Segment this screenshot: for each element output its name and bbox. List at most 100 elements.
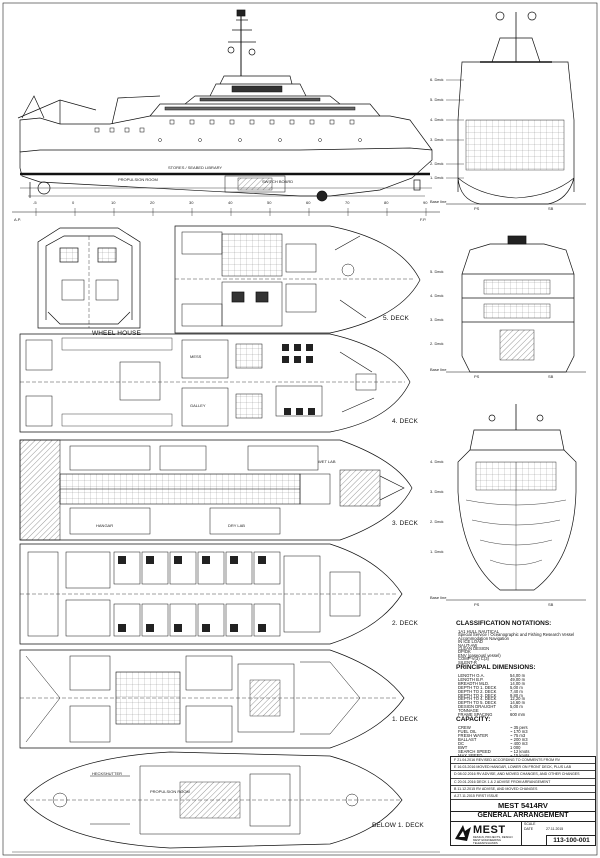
frame-number: 10 [111,200,116,205]
frame-number: 80 [384,200,389,205]
room-stern: HECKSHUTTER [92,771,123,776]
spec-value: ~ 170 m3 [510,729,528,734]
side-profile [12,9,440,216]
spec-key: FRAME SPACING [458,712,493,717]
drawing-number: 113-100-001 [546,835,596,846]
sec-deck1-a: 1. Deck [430,175,444,180]
spec-row: BWT 1 000 [458,745,520,750]
plan-below-deck1 [23,751,403,849]
frame-number: 0 [72,200,75,205]
revision-row: E 16.03.2016 MOVED HANGAR, LOWER ON FRON… [451,764,595,772]
room-galley: GALLEY [190,403,206,408]
frame-number: 50 [267,200,272,205]
revision-row: C 20.01.2016 DECK 1 & 2 ADVISE FROM ARRA… [451,779,595,786]
spec-value: ~ 400 m3 [510,741,528,746]
spec-key: CREW [458,725,471,730]
plan-deck5 [37,225,421,334]
spec-key: DEPTH TO 1. DECK [458,684,497,690]
spec-row: DEPTH TO 5. DECK 14,60 m [458,700,525,706]
spec-value: - [510,708,512,714]
below-deck1-label: BELOW 1. DECK [372,822,424,829]
sec-deck1-c: 1. Deck [430,549,444,554]
deck1-label: 1. DECK [392,716,418,723]
title-block: F 21.04.2016 REVISED ACCORDING TO COMMEN… [450,756,596,846]
spec-row: COMF-V(3) C(3) [458,656,489,662]
spec-row: TONNAGE- [458,708,511,713]
drawing-title: GENERAL ARRANGEMENT [451,811,595,822]
spec-key: FRESH WATER [458,733,489,738]
spec-row: Accommodation Navigation [458,635,509,641]
sec-ps-a: PS [474,206,480,211]
spec-row: ENV (gaseous/ vessel) [458,652,501,658]
sec-ps-b: PS [474,374,480,379]
deck5-label: 5. DECK [383,315,409,322]
room-mess: MESS [190,354,202,359]
deck2-label: 2. DECK [392,620,418,627]
spec-row: SILENT-R [458,659,477,665]
sec-deck4-a: 4. Deck [430,117,444,122]
sec-deck2-b: 2. Deck [430,341,444,346]
spec-row: SEARCH SPEED ~ 12 knots [458,749,529,754]
deck4-label: 4. DECK [392,418,418,425]
sec-baseline-b: Base line [430,367,447,372]
spec-key: SEARCH SPEED [458,749,491,754]
switchboard-label: SWITCH BOARD [262,179,294,184]
spec-value: 7,40 m [510,688,523,694]
spec-row: LENGTH O.A.54,00 m [458,673,525,678]
spec-row: 1A1 HULL NAUTICAL [458,629,500,634]
sec-sb-a: SB [548,206,554,211]
room-dry-lab: DRY LAB [228,523,245,528]
spec-row: FRESH WATER~ 75 m3 [458,733,525,738]
spec-value: 5,00 m [510,704,523,710]
sec-sb-b: SB [548,374,554,379]
spec-value: 14,60 m [510,700,526,706]
spec-key: BWT [458,745,468,750]
company-name: MEST [473,824,506,836]
revision-row: A 27.11.2015 FIRST ISSUE [451,793,595,801]
classification-title: CLASSIFICATION NOTATIONS: [456,620,552,627]
spec-value: 12,20 m [510,696,526,702]
spec-value: 54,00 m [510,673,526,678]
mest-logo-icon [455,825,471,841]
frame-number: 90 [423,200,428,205]
revision-row: B 11.12.2015 RV ADVISE, AND MOVED CHANGE… [451,786,595,793]
sec-sb-c: SB [548,602,554,607]
room-wet-lab: WET LAB [318,459,336,464]
spec-row: IN ICE LOAD [458,639,483,645]
spec-value: ~ 15 knots [510,753,529,758]
section-aft [446,11,586,205]
spec-key: MAX SPEED [458,753,482,758]
spec-key: FUEL OIL [458,729,477,734]
frame-number: 20 [150,200,155,205]
propulsion-room-label: PROPULSION ROOM [118,177,158,182]
sec-deck5-a: 5. Deck [430,97,444,102]
spec-value: 600 mm [510,712,526,717]
sec-deck3-b: 3. Deck [430,317,444,322]
spec-row: FUEL OIL ~ 170 m3 [458,729,528,734]
deck3-label: 3. DECK [392,520,418,527]
company-block: MEST DESIGN, PROJECTS, DESIGN MEST ENGIN… [451,821,522,845]
spec-value: ~ 35 pers [510,725,528,730]
spec-key: DESIGN DRAUGHT [458,704,496,710]
spec-value: 1 000 [510,745,521,750]
spec-key: BREADTH MLD. [458,680,490,686]
spec-value: ~ 200 m3 [510,737,528,742]
wheelhouse-label: WHEEL HOUSE [92,330,141,337]
revision-row: F 21.04.2016 REVISED ACCORDING TO COMMEN… [451,757,595,765]
spec-key: DEPTH TO 5. DECK [458,700,497,706]
spec-row: BALLAST~ 200 m3 [458,737,528,742]
spec-value: 14,00 m [510,680,526,686]
plan-deck3 [19,439,413,541]
meta-date-label: DATE [524,827,534,831]
ap-label: A.P. [14,217,22,222]
spec-value: ~ 12 knots [510,749,530,754]
capacity-title: CAPACITY: [456,716,491,723]
spec-value: 9,80 m [510,692,523,698]
spec-value: 5,00 m [510,684,523,690]
spec-row: FRAME SPACING 600 mm [458,712,525,717]
spec-key: LENGTH B.P. [458,676,484,682]
